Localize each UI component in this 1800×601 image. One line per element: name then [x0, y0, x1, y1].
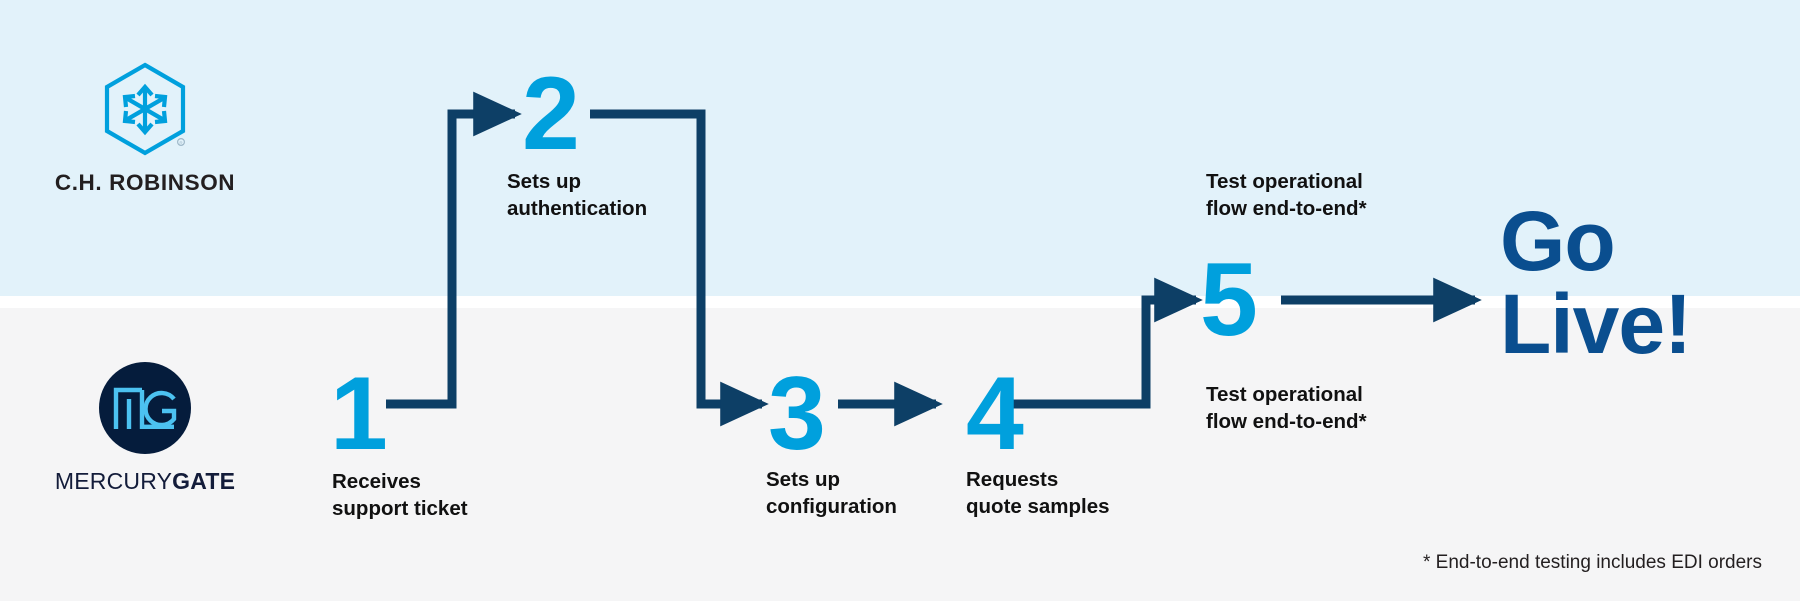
svg-text:R: R	[179, 141, 183, 146]
step-caption-2: Sets up authentication	[507, 170, 648, 221]
step-caption-5-above: Test operational flow end-to-end*	[1206, 170, 1367, 221]
step-number-2: 2	[522, 56, 580, 172]
mercurygate-mg-monogram-icon	[113, 387, 177, 429]
step-number-5: 5	[1200, 242, 1258, 358]
step-caption-5-below: Test operational flow end-to-end*	[1206, 383, 1367, 434]
mercurygate-wordmark-bold: GATE	[172, 468, 236, 494]
hexagon-cube-arrows-icon: R	[104, 62, 186, 156]
mercurygate-logo: MERCURYGATE	[40, 362, 250, 495]
mercurygate-wordmark: MERCURYGATE	[40, 468, 250, 495]
step-caption-1: Receives support ticket	[332, 470, 468, 521]
step-number-3: 3	[768, 356, 826, 472]
lane-band-chrobinson	[0, 0, 1800, 296]
chrobinson-wordmark: C.H. ROBINSON	[54, 170, 236, 195]
mercurygate-wordmark-light: MERCURY	[54, 468, 173, 494]
footnote-text: * End-to-end testing includes EDI orders	[1422, 552, 1762, 573]
step-number-1: 1	[330, 356, 388, 472]
step-number-4: 4	[966, 356, 1024, 472]
golive-label: Go Live!	[1500, 194, 1692, 372]
step-caption-3: Sets up configuration	[766, 468, 897, 519]
mercurygate-badge	[99, 362, 191, 454]
step-caption-4: Requests quote samples	[966, 468, 1110, 519]
chrobinson-logo: R C.H. ROBINSON	[40, 62, 250, 196]
lane-band-mercurygate	[0, 308, 1800, 601]
